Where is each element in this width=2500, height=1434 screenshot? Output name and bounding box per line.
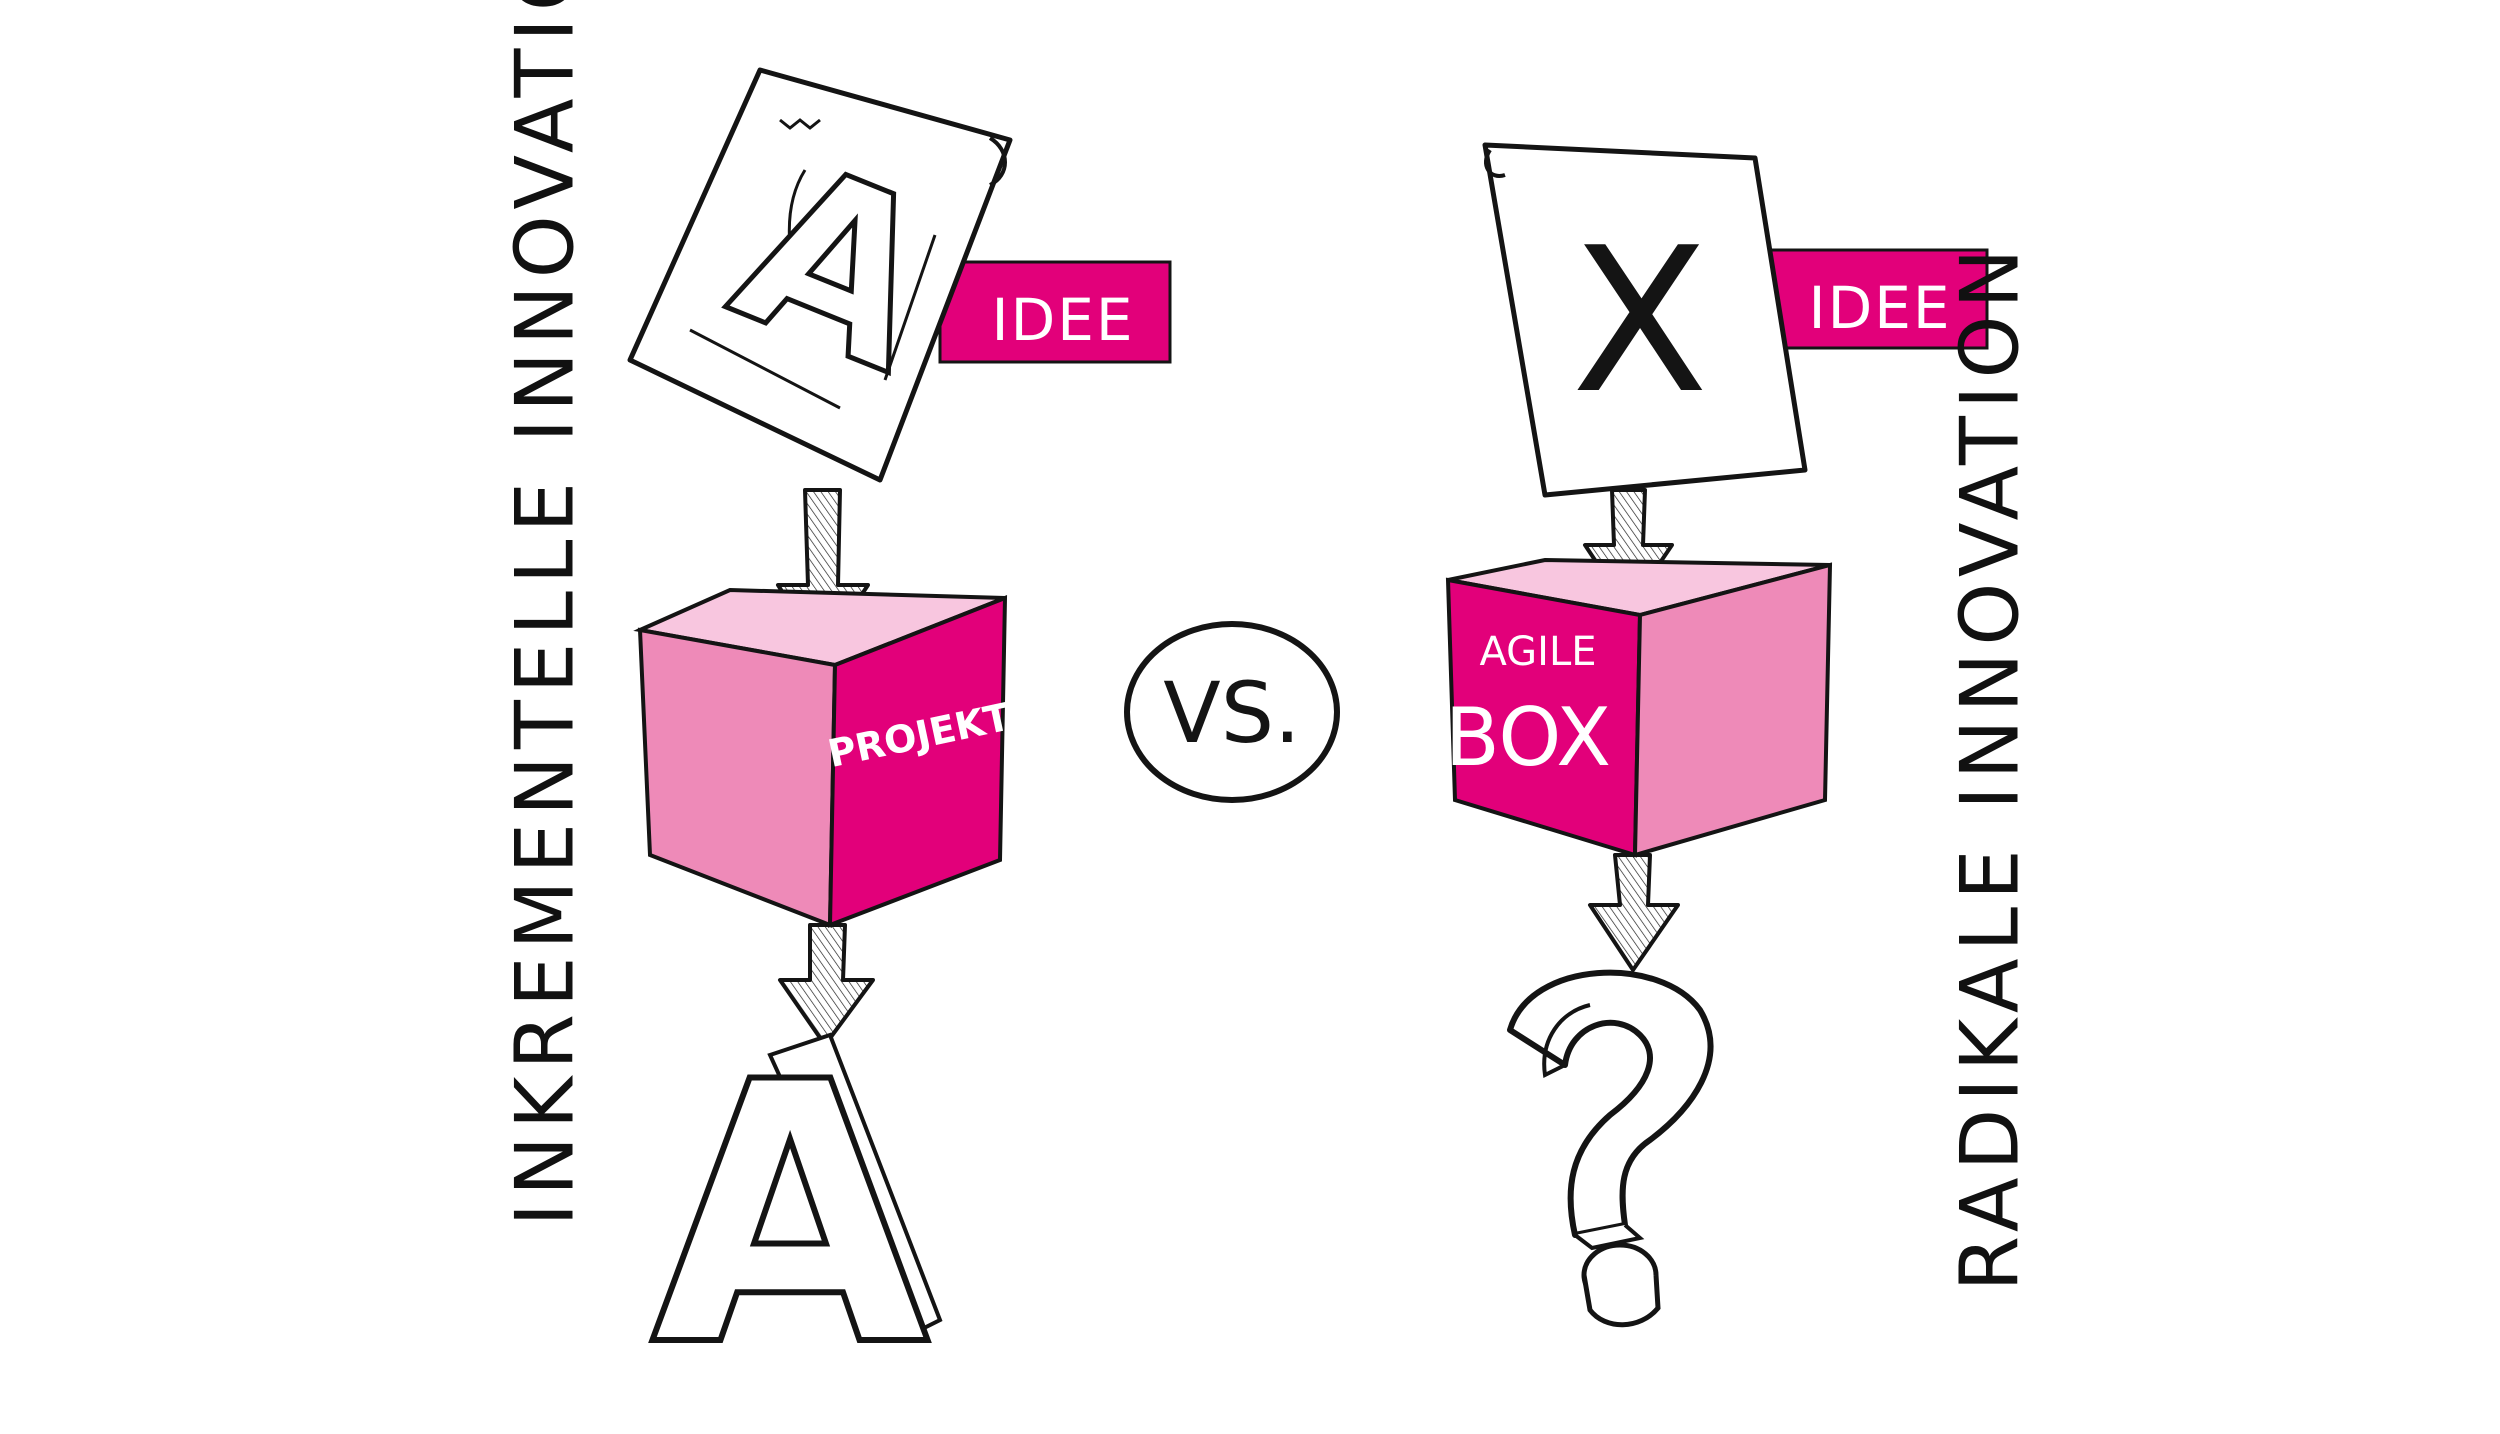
radical-innovation-label: RADIKALE INNOVATION — [1943, 241, 2037, 1292]
agile-box-label-line2: BOX — [1445, 691, 1611, 784]
left-idea-tag: IDEE — [938, 260, 1172, 364]
incremental-innovation-label: INKREMENTELLE INNOVATION — [498, 0, 592, 1227]
left-arrow-to-result — [778, 923, 875, 1047]
agile-box-label-line1: AGILE — [1479, 629, 1596, 675]
left-idea-paper: A — [627, 67, 1013, 483]
project-cube: PROJEKT — [633, 587, 1014, 928]
vs-label: VS. — [1163, 664, 1300, 762]
unknown-x-letter: X — [1571, 205, 1708, 438]
right-idea-tag-label: IDEE — [1808, 274, 1951, 342]
right-arrow-to-result — [1588, 853, 1680, 972]
vs-badge: VS. — [1124, 621, 1340, 803]
result-letter-a-glyph: A — [651, 1006, 932, 1425]
unknown-result-question-mark — [1507, 969, 1714, 1328]
left-idea-tag-label: IDEE — [991, 286, 1134, 354]
agile-box-cube: AGILE BOX — [1445, 557, 1833, 858]
result-letter-a: A — [648, 1003, 943, 1428]
right-idea-paper: X — [1482, 142, 1808, 498]
